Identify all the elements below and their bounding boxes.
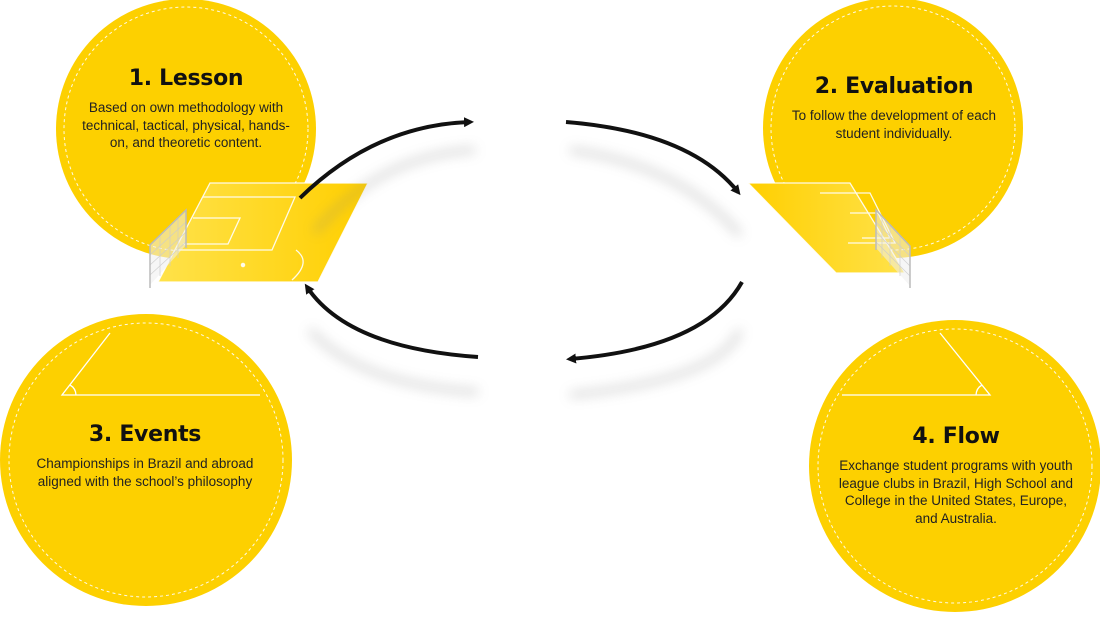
corner-marking-left — [60, 332, 260, 396]
step-description: Based on own methodology with technical,… — [82, 100, 290, 150]
cycle-arrow-evaluation-to-flow — [566, 281, 744, 364]
step-flow: 4. Flow Exchange student programs with y… — [838, 424, 1074, 527]
goal-net-right — [875, 208, 911, 288]
goal-net-left — [149, 208, 187, 288]
step-title: 3. Events — [88, 422, 202, 447]
step-description: Exchange student programs with youth lea… — [838, 458, 1074, 526]
step-title: 1. Lesson — [128, 66, 244, 91]
step-evaluation: 2. Evaluation To follow the development … — [783, 74, 1005, 142]
step-events: 3. Events Championships in Brazil and ab… — [30, 422, 260, 490]
cycle-arrow-lesson-to-evaluation — [298, 117, 474, 200]
corner-marking-right — [842, 332, 992, 396]
step-lesson: 1. Lesson Based on own methodology with … — [76, 66, 296, 152]
step-title: 4. Flow — [912, 424, 1000, 449]
circle-flow — [809, 320, 1100, 612]
step-description: Championships in Brazil and abroad align… — [36, 456, 254, 489]
arrow-shadows — [307, 147, 743, 398]
cycle-arrow-evaluation-continue — [565, 120, 741, 196]
cycle-arrow-back-to-lesson — [304, 283, 479, 359]
step-title: 2. Evaluation — [814, 74, 974, 99]
step-description: To follow the development of each studen… — [791, 108, 997, 141]
